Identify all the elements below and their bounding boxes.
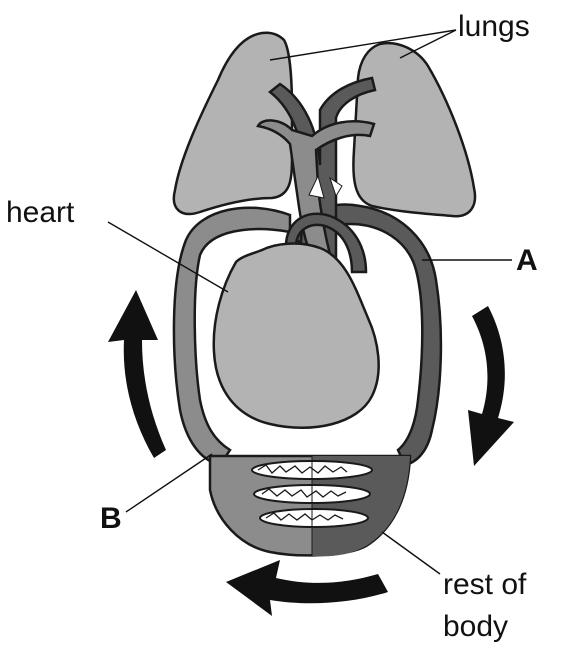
leader-b [126,454,212,512]
leader-rest-of-body [382,532,440,574]
label-rest-of-body-line1: rest of [443,568,527,601]
arrow-left-bottom [226,560,388,616]
label-lungs: lungs [458,10,530,43]
arrow-up-left [108,290,166,458]
label-a: A [516,244,538,277]
label-rest-of-body-line2: body [443,610,508,643]
label-heart: heart [6,196,75,229]
leader-lungs-left [270,30,456,60]
arrow-down-right [468,306,514,466]
label-b: B [100,502,122,535]
rest-of-body [210,456,410,556]
